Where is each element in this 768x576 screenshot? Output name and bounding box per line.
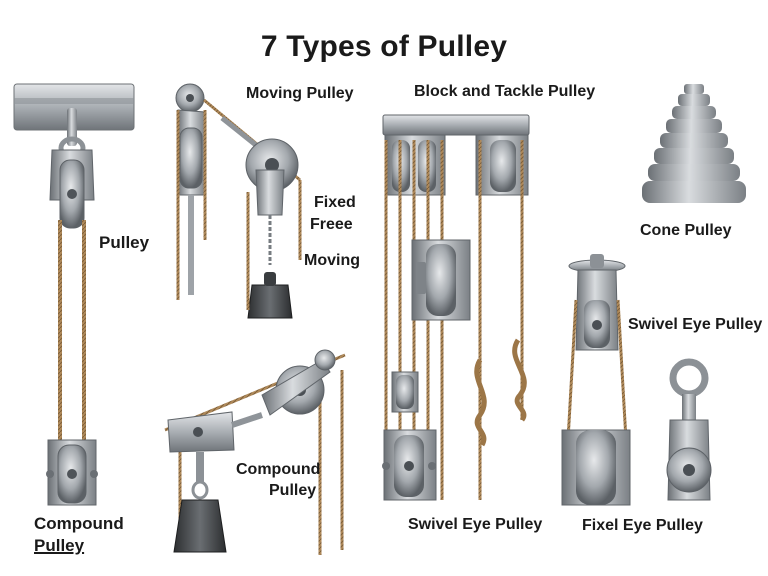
label-block-and-tackle-pulley: Block and Tackle Pulley [414,83,596,100]
label-cone-pulley: Cone Pulley [640,222,732,239]
hanger-hook [67,108,77,146]
block-and-tackle-assembly [382,114,530,501]
label-moving-pulley: Moving Pulley [246,85,354,102]
label-fixed: Fixed [314,194,356,211]
label-fixel-eye-pulley: Fixel Eye Pulley [582,517,703,534]
label-compound-pulley-center-line2: Pulley [269,482,317,499]
label-compound-pulley-left-line2: Pulley [34,536,85,555]
label-swivel-eye-pulley-bottom: Swivel Eye Pulley [408,516,543,533]
label-compound-pulley-left-line1: Compound [34,514,124,533]
swivel-eye-pulley-right [561,254,631,506]
fixel-eye-pulley [666,358,712,501]
label-moving: Moving [304,252,360,269]
compound-pulley-center-assembly [164,349,346,555]
label-compound-pulley-center-line1: Compound [236,461,321,478]
left-pulley-assembly [13,83,135,506]
label-swivel-eye-pulley-right: Swivel Eye Pulley [628,316,763,333]
label-freee: Freee [310,216,353,233]
label-pulley: Pulley [99,233,150,252]
page-title: 7 Types of Pulley [260,30,508,63]
cone-pulley [642,84,746,203]
moving-pulley-assembly [175,83,302,319]
